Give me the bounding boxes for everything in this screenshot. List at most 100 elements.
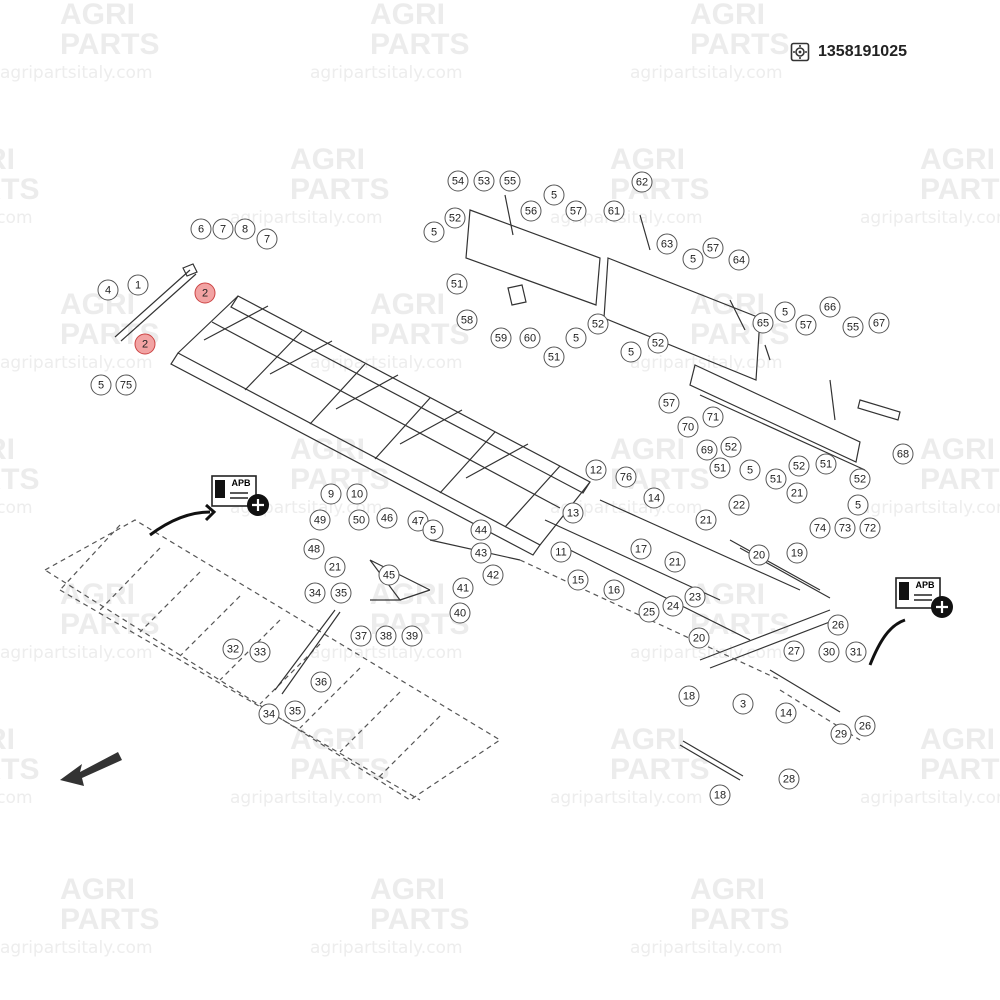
part-callout-54[interactable]: 54 (447, 170, 469, 192)
part-callout-8[interactable]: 8 (234, 218, 256, 240)
part-callout-21[interactable]: 21 (324, 556, 346, 578)
part-callout-34[interactable]: 34 (304, 582, 326, 604)
part-callout-21[interactable]: 21 (664, 551, 686, 573)
part-callout-57[interactable]: 57 (658, 392, 680, 414)
part-callout-18[interactable]: 18 (709, 784, 731, 806)
part-callout-42[interactable]: 42 (482, 564, 504, 586)
part-callout-16[interactable]: 16 (603, 579, 625, 601)
part-callout-34[interactable]: 34 (258, 703, 280, 725)
part-callout-11[interactable]: 11 (550, 541, 572, 563)
part-callout-62[interactable]: 62 (631, 171, 653, 193)
part-callout-50[interactable]: 50 (348, 509, 370, 531)
part-callout-52[interactable]: 52 (720, 436, 742, 458)
part-callout-5[interactable]: 5 (422, 519, 444, 541)
part-callout-69[interactable]: 69 (696, 439, 718, 461)
part-callout-38[interactable]: 38 (375, 625, 397, 647)
part-callout-67[interactable]: 67 (868, 312, 890, 334)
part-callout-5[interactable]: 5 (543, 184, 565, 206)
part-callout-19[interactable]: 19 (786, 542, 808, 564)
part-callout-72[interactable]: 72 (859, 517, 881, 539)
part-callout-5[interactable]: 5 (847, 494, 869, 516)
part-callout-24[interactable]: 24 (662, 595, 684, 617)
part-callout-46[interactable]: 46 (376, 507, 398, 529)
part-callout-76[interactable]: 76 (615, 466, 637, 488)
part-callout-73[interactable]: 73 (834, 517, 856, 539)
part-callout-2[interactable]: 2 (194, 282, 216, 304)
part-callout-25[interactable]: 25 (638, 601, 660, 623)
part-callout-5[interactable]: 5 (739, 459, 761, 481)
part-callout-71[interactable]: 71 (702, 406, 724, 428)
part-callout-55[interactable]: 55 (842, 316, 864, 338)
part-callout-35[interactable]: 35 (284, 700, 306, 722)
part-callout-5[interactable]: 5 (90, 374, 112, 396)
part-callout-9[interactable]: 9 (320, 483, 342, 505)
part-callout-51[interactable]: 51 (709, 457, 731, 479)
part-callout-17[interactable]: 17 (630, 538, 652, 560)
part-callout-14[interactable]: 14 (775, 702, 797, 724)
part-callout-22[interactable]: 22 (728, 494, 750, 516)
part-callout-75[interactable]: 75 (115, 374, 137, 396)
part-callout-13[interactable]: 13 (562, 502, 584, 524)
part-callout-4[interactable]: 4 (97, 279, 119, 301)
part-callout-51[interactable]: 51 (815, 453, 837, 475)
part-callout-18[interactable]: 18 (678, 685, 700, 707)
part-callout-2[interactable]: 2 (134, 333, 156, 355)
part-callout-30[interactable]: 30 (818, 641, 840, 663)
part-callout-37[interactable]: 37 (350, 625, 372, 647)
part-callout-1[interactable]: 1 (127, 274, 149, 296)
part-callout-5[interactable]: 5 (682, 248, 704, 270)
part-callout-51[interactable]: 51 (765, 468, 787, 490)
part-callout-60[interactable]: 60 (519, 327, 541, 349)
part-callout-51[interactable]: 51 (543, 346, 565, 368)
part-callout-45[interactable]: 45 (378, 564, 400, 586)
part-callout-41[interactable]: 41 (452, 577, 474, 599)
part-callout-7[interactable]: 7 (256, 228, 278, 250)
part-callout-70[interactable]: 70 (677, 416, 699, 438)
part-callout-65[interactable]: 65 (752, 312, 774, 334)
part-callout-5[interactable]: 5 (565, 327, 587, 349)
part-callout-55[interactable]: 55 (499, 170, 521, 192)
part-callout-36[interactable]: 36 (310, 671, 332, 693)
part-callout-52[interactable]: 52 (444, 207, 466, 229)
part-callout-51[interactable]: 51 (446, 273, 468, 295)
part-callout-20[interactable]: 20 (688, 627, 710, 649)
part-callout-5[interactable]: 5 (620, 341, 642, 363)
part-callout-58[interactable]: 58 (456, 309, 478, 331)
part-callout-64[interactable]: 64 (728, 249, 750, 271)
part-callout-3[interactable]: 3 (732, 693, 754, 715)
part-callout-20[interactable]: 20 (748, 544, 770, 566)
part-callout-35[interactable]: 35 (330, 582, 352, 604)
part-callout-53[interactable]: 53 (473, 170, 495, 192)
part-callout-21[interactable]: 21 (786, 482, 808, 504)
part-callout-43[interactable]: 43 (470, 542, 492, 564)
part-callout-26[interactable]: 26 (854, 715, 876, 737)
part-callout-10[interactable]: 10 (346, 483, 368, 505)
part-callout-27[interactable]: 27 (783, 640, 805, 662)
part-callout-57[interactable]: 57 (565, 200, 587, 222)
apb-link-right[interactable]: APB (895, 577, 953, 618)
part-callout-33[interactable]: 33 (249, 641, 271, 663)
part-callout-57[interactable]: 57 (702, 237, 724, 259)
part-callout-12[interactable]: 12 (585, 459, 607, 481)
part-callout-6[interactable]: 6 (190, 218, 212, 240)
part-callout-40[interactable]: 40 (449, 602, 471, 624)
part-callout-26[interactable]: 26 (827, 614, 849, 636)
part-callout-31[interactable]: 31 (845, 641, 867, 663)
part-callout-68[interactable]: 68 (892, 443, 914, 465)
part-callout-57[interactable]: 57 (795, 314, 817, 336)
part-callout-39[interactable]: 39 (401, 625, 423, 647)
part-callout-74[interactable]: 74 (809, 517, 831, 539)
part-callout-49[interactable]: 49 (309, 509, 331, 531)
part-callout-52[interactable]: 52 (647, 332, 669, 354)
part-callout-63[interactable]: 63 (656, 233, 678, 255)
part-callout-52[interactable]: 52 (849, 468, 871, 490)
part-callout-59[interactable]: 59 (490, 327, 512, 349)
part-callout-48[interactable]: 48 (303, 538, 325, 560)
part-callout-7[interactable]: 7 (212, 218, 234, 240)
part-callout-29[interactable]: 29 (830, 723, 852, 745)
part-callout-14[interactable]: 14 (643, 487, 665, 509)
part-callout-28[interactable]: 28 (778, 768, 800, 790)
part-callout-56[interactable]: 56 (520, 200, 542, 222)
part-callout-66[interactable]: 66 (819, 296, 841, 318)
part-callout-61[interactable]: 61 (603, 200, 625, 222)
